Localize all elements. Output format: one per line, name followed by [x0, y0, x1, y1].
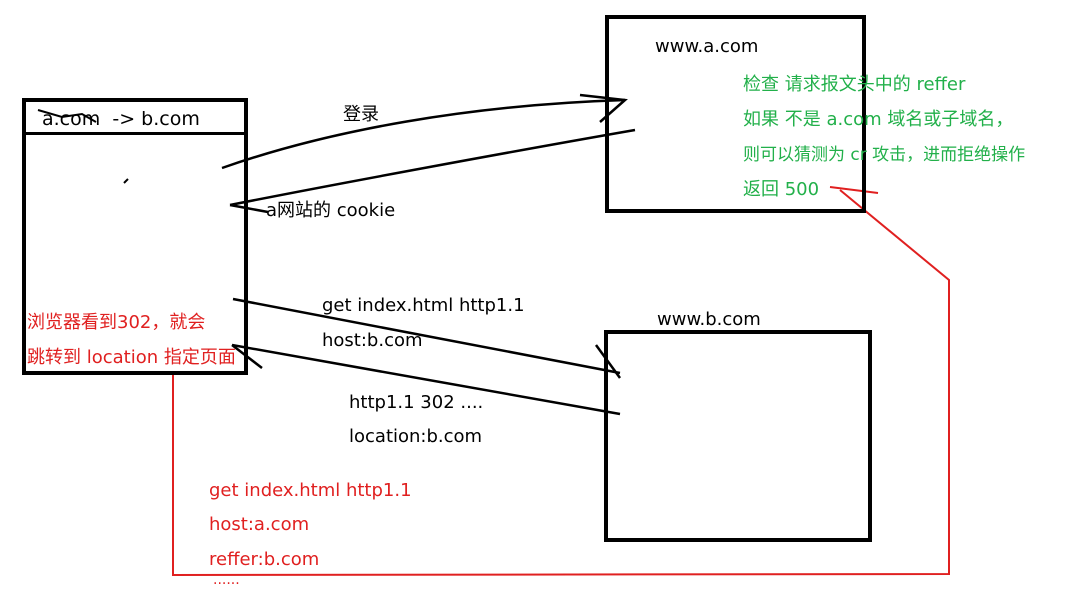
server-a-check-3: 则可以猜测为 cr 攻击，进而拒绝操作: [743, 145, 1026, 165]
req-a-line-1: get index.html http1.1: [209, 480, 412, 501]
resp-b-arrow: [231, 343, 621, 416]
server-b-box: [604, 330, 872, 542]
cookie-arrow: [229, 128, 636, 207]
resp-b-line-1: http1.1 302 ....: [349, 392, 484, 413]
server-a-check-4: 返回 500: [743, 179, 820, 200]
req-b-arrowhead: [594, 344, 622, 379]
browser-box: [22, 98, 248, 375]
redirect-route: [172, 189, 950, 577]
resp-b-line-2: location:b.com: [349, 426, 483, 447]
browser-url: a.com -> b.com: [42, 108, 200, 130]
server-b-title: www.b.com: [657, 309, 761, 330]
cookie-label: a网站的 cookie: [266, 200, 396, 221]
cookie-hook: [229, 203, 269, 214]
server-a-box: [605, 15, 866, 213]
req-a-line-4: ......: [213, 572, 240, 588]
url-scribble: [37, 109, 97, 123]
stray-tick: [123, 178, 129, 184]
server-a-title: www.a.com: [655, 36, 759, 57]
req-a-line-3: reffer:b.com: [209, 549, 320, 570]
req-b-line-2: host:b.com: [322, 330, 423, 351]
req-a-line-2: host:a.com: [209, 514, 310, 535]
login-arrow: [221, 98, 626, 170]
req-b-line-1: get index.html http1.1: [322, 295, 525, 316]
browser-note-line-2: 跳转到 location 指定页面: [27, 347, 236, 368]
req-b-arrow: [232, 297, 621, 375]
server-a-check-2: 如果 不是 a.com 域名或子域名，: [743, 109, 1014, 130]
redirect-arrowhead: [829, 186, 879, 194]
browser-address-divider: [26, 132, 244, 135]
server-a-check-1: 检查 请求报文头中的 reffer: [743, 74, 966, 95]
browser-note-line-1: 浏览器看到302，就会: [27, 312, 206, 333]
login-label: 登录: [343, 104, 379, 125]
